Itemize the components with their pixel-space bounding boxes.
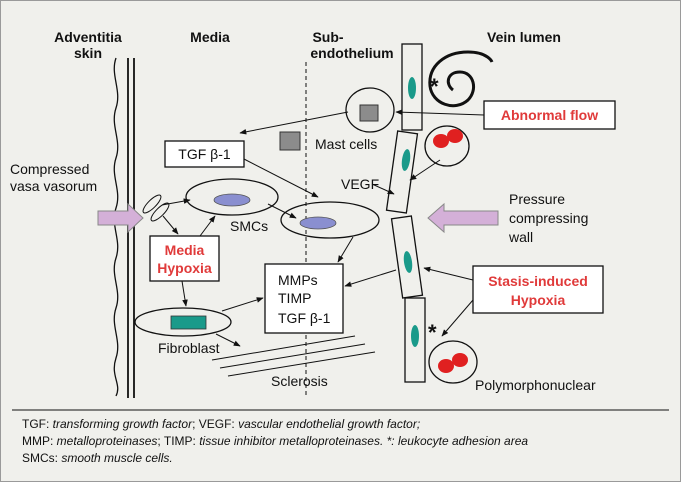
mast-cells-label: Mast cells xyxy=(315,136,377,152)
abnormal-flow-label: Abnormal flow xyxy=(501,107,598,123)
vegf-label: VEGF xyxy=(341,176,379,192)
arrow-fibroblast-to-mmps xyxy=(221,297,264,312)
fibroblast-label: Fibroblast xyxy=(158,340,220,356)
endothelial-nucleus xyxy=(401,149,411,171)
adhesion-star-bottom: * xyxy=(428,320,437,345)
stasis-hypoxia-box xyxy=(472,265,604,314)
arrow-vasa-to-hypoxia xyxy=(162,215,179,235)
smc-cell xyxy=(185,178,279,216)
legend: TGF: transforming growth factor; VEGF: v… xyxy=(22,416,662,467)
vasa-vasorum-vessel xyxy=(142,194,162,214)
timp-label: TIMP xyxy=(278,290,311,306)
mmps-label: MMPs xyxy=(278,272,318,288)
header-adventitia-2: skin xyxy=(74,45,102,61)
arrow-smc-to-subsmc xyxy=(267,203,297,219)
legend-line: SMCs: smooth muscle cells. xyxy=(22,451,173,465)
smc-nucleus xyxy=(213,193,251,207)
subendothelial-smc-nucleus xyxy=(299,216,337,230)
endothelial-cell xyxy=(385,130,419,214)
arrow-stasis-to-bottom xyxy=(441,299,474,337)
adhesion-star-top: * xyxy=(430,74,439,99)
arrow-mast-to-granule xyxy=(239,111,349,135)
skin-wavy-line xyxy=(113,57,119,397)
header-subendothelium-1: Sub- xyxy=(312,29,343,45)
tgf-beta-label: TGF β-1 xyxy=(178,146,231,162)
pressure-arrow xyxy=(427,202,499,234)
spiral-flow-icon xyxy=(428,50,494,108)
arrows xyxy=(161,109,485,347)
arrow-rbc-to-endothelium xyxy=(409,159,441,181)
arrow-subsmc-to-mmps xyxy=(337,236,354,263)
mast-cell-granule xyxy=(359,104,379,122)
pressure-label-1: Pressure xyxy=(509,191,565,207)
mast-cell xyxy=(345,87,395,133)
endothelial-nucleus xyxy=(403,251,413,273)
sclerosis-fibers xyxy=(211,335,376,377)
tgf-beta-box xyxy=(164,140,245,168)
red-blood-cell xyxy=(433,134,449,148)
legend-line: MMP: metalloproteinases; TIMP: tissue in… xyxy=(22,434,529,448)
mmps-box xyxy=(264,263,344,334)
fibroblast-nucleus xyxy=(170,315,207,330)
legend-line: TGF: transforming growth factor; VEGF: v… xyxy=(22,417,421,431)
rbc-cluster-top xyxy=(424,125,470,167)
endothelial-cell-chain xyxy=(385,43,426,383)
arrow-vegf-to-endothelium xyxy=(371,183,395,195)
smcs-label: SMCs xyxy=(230,218,268,234)
abnormal-flow-box xyxy=(483,100,616,130)
sclerosis-label: Sclerosis xyxy=(271,373,328,389)
endothelial-cell xyxy=(401,43,423,131)
endothelial-cell xyxy=(404,297,426,383)
arrow-flow-to-mast xyxy=(395,109,485,116)
media-hypoxia-label-1: Media xyxy=(165,242,205,258)
header-subendothelium-2: endothelium xyxy=(310,45,393,61)
header-vein-lumen: Vein lumen xyxy=(487,29,561,45)
arrow-vasa-to-smc xyxy=(161,198,191,206)
arrow-stasis-to-endothelium xyxy=(423,266,474,281)
compressed-label-2: vasa vasorum xyxy=(10,178,97,194)
compressed-arrow xyxy=(97,202,144,234)
compressed-label-1: Compressed xyxy=(10,161,89,177)
rbc-cluster-bottom xyxy=(428,340,478,384)
header-media: Media xyxy=(190,29,230,45)
arrow-hypoxia-to-fibroblast xyxy=(181,280,188,307)
endothelial-nucleus xyxy=(411,325,419,347)
pressure-label-3: wall xyxy=(508,229,533,245)
red-blood-cell xyxy=(447,129,463,143)
red-blood-cell xyxy=(438,359,454,373)
endothelial-cell xyxy=(390,215,424,299)
arrow-endothelium-to-mmps xyxy=(344,269,397,287)
subendothelial-smc-cell xyxy=(280,201,380,239)
fibroblast-cell xyxy=(134,307,232,337)
pressure-label-2: compressing xyxy=(509,210,588,226)
stasis-hypoxia-label-1: Stasis-induced xyxy=(488,273,588,289)
stasis-hypoxia-label-2: Hypoxia xyxy=(511,292,566,308)
arrow-fibroblast-to-sclerosis xyxy=(215,333,241,347)
media-hypoxia-label-2: Hypoxia xyxy=(157,260,212,276)
media-hypoxia-box xyxy=(149,235,220,282)
arrow-hypoxia-to-smc xyxy=(199,215,216,237)
header-adventitia-1: Adventitia xyxy=(54,29,122,45)
mmps-tgf-label: TGF β-1 xyxy=(278,310,331,326)
endothelial-nucleus xyxy=(408,77,416,99)
arrow-tgf-to-subsmc xyxy=(243,158,319,198)
polymorphonuclear-label: Polymorphonuclear xyxy=(475,377,596,393)
red-blood-cell xyxy=(452,353,468,367)
mast-cell-granule xyxy=(279,131,301,151)
